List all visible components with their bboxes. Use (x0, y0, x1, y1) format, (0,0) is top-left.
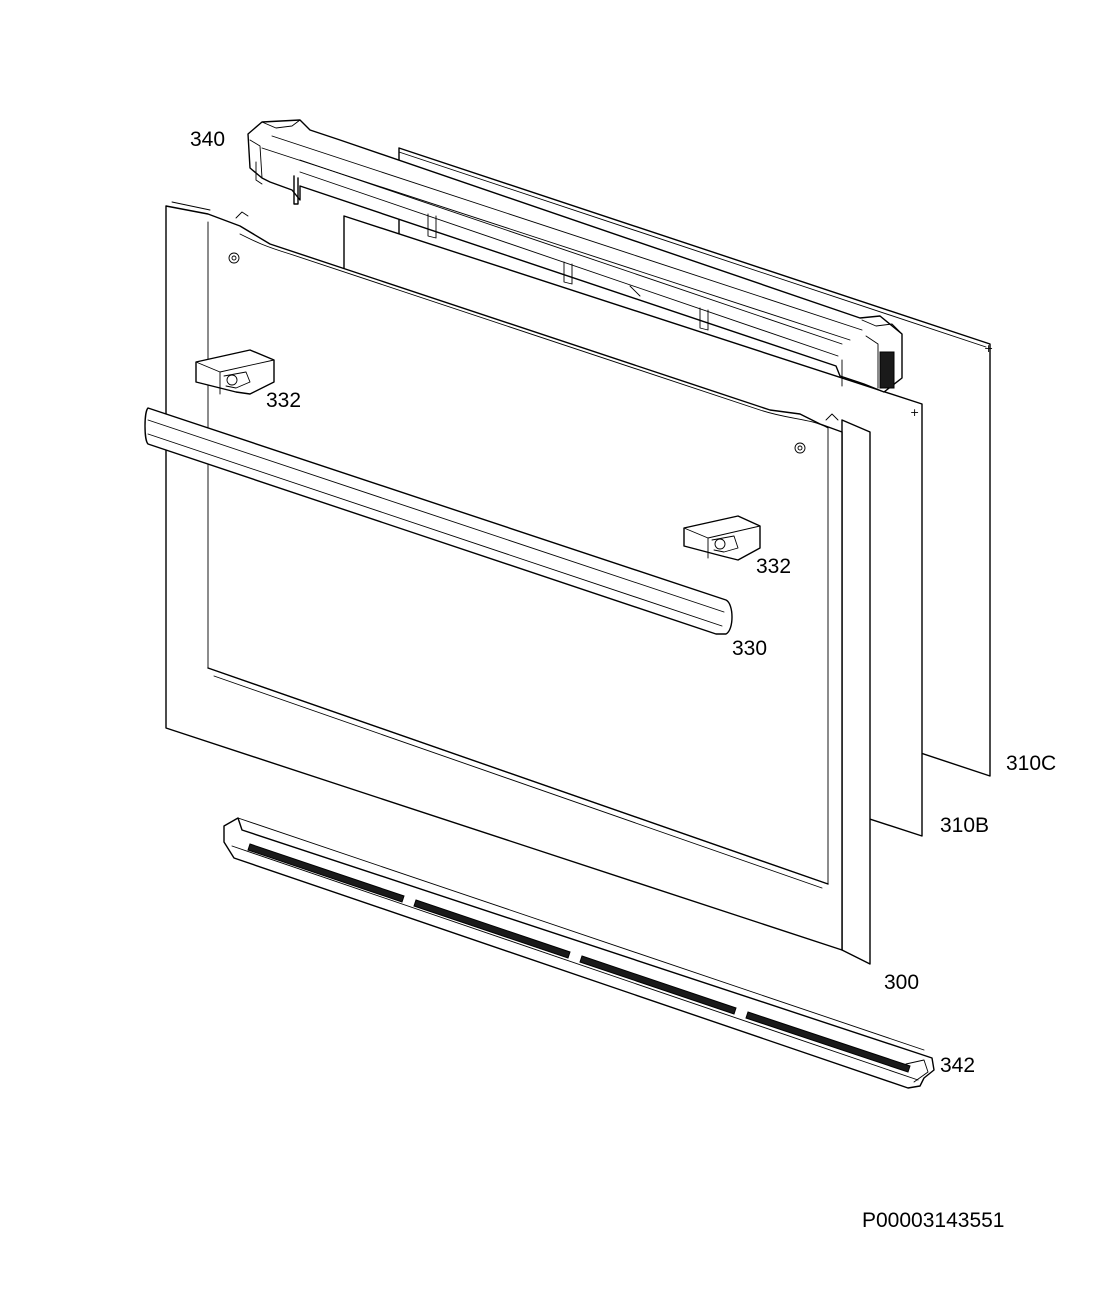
bottom-trim-342 (223, 817, 935, 1089)
callout-340: 340 (190, 128, 225, 151)
handle-330 (144, 407, 733, 635)
document-id: P00003143551 (862, 1209, 1004, 1232)
callout-332-right: 332 (756, 555, 791, 578)
callout-330: 330 (732, 637, 767, 660)
callout-310b: 310B (940, 814, 989, 837)
callout-310c: 310C (1006, 752, 1056, 775)
top-trim-340 (247, 119, 903, 393)
svg-text:+: + (910, 406, 919, 419)
bracket-332-right (683, 515, 761, 561)
callout-300: 300 (884, 971, 919, 994)
bracket-332-left (195, 349, 275, 395)
callout-342: 342 (940, 1054, 975, 1077)
outer-door-panel-300 (165, 201, 871, 965)
svg-text:+: + (984, 342, 993, 355)
callout-332-left: 332 (266, 389, 301, 412)
